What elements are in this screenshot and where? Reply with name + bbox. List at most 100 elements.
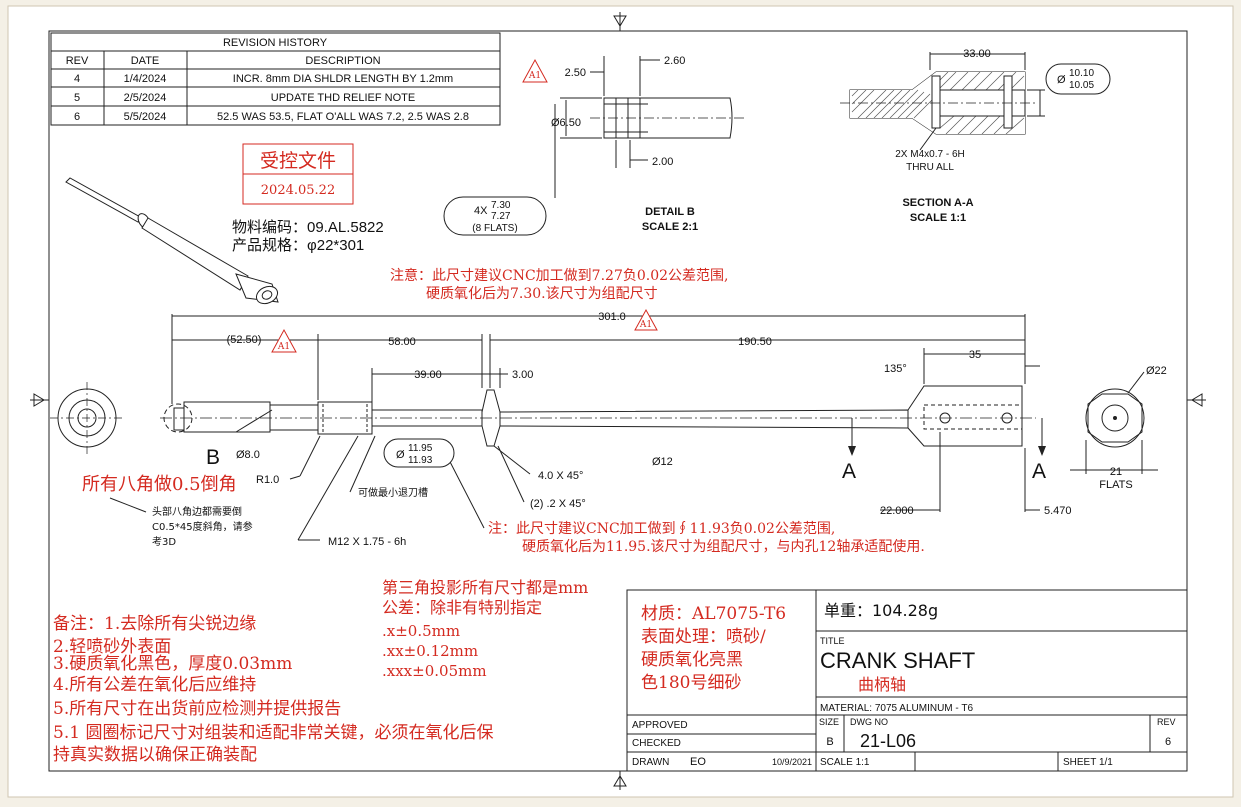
dwg-no-label: DWG NO bbox=[850, 717, 888, 727]
detail-b-view bbox=[554, 56, 745, 198]
dim-text: 2.60 bbox=[664, 55, 685, 67]
rev-flag-label: A1 bbox=[277, 342, 290, 352]
flats-qty: 4X bbox=[474, 205, 488, 217]
right-end-view bbox=[1085, 388, 1145, 448]
approved-label: APPROVED bbox=[632, 720, 688, 731]
leader-line bbox=[109, 497, 147, 513]
material-code: 物料编码：09.AL.5822 bbox=[232, 219, 384, 236]
tolerance-line: .xx±0.12mm bbox=[382, 642, 478, 660]
rev-flag-triangle bbox=[634, 308, 658, 331]
shoulder-dia-lower: 11.93 bbox=[408, 455, 433, 466]
main-shaft-view bbox=[160, 314, 1158, 541]
description-cell: 52.5 WAS 53.5, FLAT O'ALL WAS 7.2, 2.5 W… bbox=[217, 111, 469, 123]
unit-weight: 单重：104.28g bbox=[824, 601, 938, 620]
bore-dia-prefix: Ø bbox=[1057, 74, 1066, 86]
detail-b-circle bbox=[163, 403, 193, 433]
dim-35: 35 bbox=[969, 349, 981, 361]
dwg-no: 21-L06 bbox=[860, 731, 916, 751]
shoulder-dia-upper: 11.95 bbox=[408, 443, 433, 454]
bore-callout-bubble bbox=[1045, 63, 1111, 95]
tolerance-line: 第三角投影所有尺寸都是mm bbox=[382, 578, 588, 597]
title-material-cn: 材质：AL7075-T6 bbox=[641, 604, 786, 624]
description-col-header: DESCRIPTION bbox=[305, 55, 380, 67]
rev-cell: 5 bbox=[74, 92, 80, 104]
general-note: 2.轻喷砂外表面 bbox=[53, 637, 171, 657]
drawn-by: EO bbox=[690, 756, 706, 768]
flat-note-line1: 注意：此尺寸建议CNC加工做到7.27负0.02公差范围, bbox=[390, 267, 728, 284]
bore-dia-lower: 10.05 bbox=[1069, 80, 1094, 91]
head-note: 头部八角边都需要倒 C0.5*45度斜角，请参 考3D bbox=[152, 505, 253, 548]
stamp-title: 受控文件 bbox=[260, 150, 336, 172]
size-value: B bbox=[826, 736, 833, 748]
title-label: TITLE bbox=[820, 636, 845, 646]
controlled-stamp: 受控文件 2024.05.22 bbox=[242, 143, 354, 205]
section-scale: SCALE 1:1 bbox=[910, 212, 966, 224]
thread-note-thru: THRU ALL bbox=[906, 162, 954, 173]
general-note: 4.所有公差在氧化后应维持 bbox=[53, 675, 256, 695]
dim-58: 58.00 bbox=[388, 336, 416, 348]
checked-label: CHECKED bbox=[632, 738, 681, 749]
flats-label: FLATS bbox=[1099, 479, 1132, 491]
title-material-cn: 色180号细砂 bbox=[641, 673, 741, 693]
radius-note: R1.0 bbox=[256, 474, 279, 486]
chamfer-4: 4.0 X 45° bbox=[538, 470, 583, 482]
general-notes: 备注：1.去除所有尖锐边缘 2.轻喷砂外表面 3.硬质氧化黑色，厚度0.03mm… bbox=[53, 614, 493, 765]
rev-flag-triangle bbox=[271, 328, 297, 353]
section-aa-view bbox=[840, 52, 1045, 151]
drawn-label: DRAWN bbox=[632, 757, 669, 768]
general-note: 5.所有尺寸在出货前应检测并提供报告 bbox=[53, 699, 341, 719]
section-arrow bbox=[1038, 446, 1046, 456]
date-cell: 5/5/2024 bbox=[124, 111, 167, 123]
overall-length: 301.0 bbox=[598, 311, 626, 323]
product-spec: 产品规格：φ22*301 bbox=[232, 237, 364, 254]
rev-col-header: REV bbox=[66, 55, 89, 67]
sheet-value: SHEET 1/1 bbox=[1063, 757, 1113, 768]
dia-8: Ø8.0 bbox=[236, 449, 260, 461]
dim-3: 3.00 bbox=[512, 369, 533, 381]
flats-width: 21 bbox=[1110, 466, 1122, 478]
title-block bbox=[626, 589, 1188, 772]
flats-callout-bubble bbox=[443, 196, 547, 236]
dim-text: Ø6.50 bbox=[551, 117, 581, 129]
shoulder-callout-bubble bbox=[383, 438, 455, 468]
chamfer-02: (2) .2 X 45° bbox=[530, 498, 586, 510]
dim-text: 2.50 bbox=[565, 67, 586, 79]
isometric-view bbox=[65, 177, 279, 305]
head-note-line: 考3D bbox=[152, 536, 176, 548]
bore-dia-upper: 10.10 bbox=[1069, 68, 1094, 79]
left-end-view bbox=[50, 382, 124, 454]
centering-marks bbox=[30, 12, 1206, 790]
tolerance-line: .xxx±0.05mm bbox=[382, 662, 487, 680]
dim-52-5: (52.50) bbox=[227, 334, 262, 346]
dim-text: 2.00 bbox=[652, 156, 673, 168]
flats-lower: 7.27 bbox=[491, 211, 511, 222]
groove-note: 可做最小退刀槽 bbox=[358, 486, 428, 499]
rev-flag-label: A1 bbox=[528, 71, 541, 81]
dia-12: Ø12 bbox=[652, 456, 673, 468]
head-note-line: C0.5*45度斜角，请参 bbox=[152, 520, 253, 533]
section-title: SECTION A-A bbox=[902, 197, 973, 209]
rev-cell: 4 bbox=[74, 73, 80, 85]
scale-value: SCALE 1:1 bbox=[820, 757, 870, 768]
detail-b-title: DETAIL B bbox=[645, 206, 695, 218]
rev-cell: 6 bbox=[74, 111, 80, 123]
general-note: 备注：1.去除所有尖锐边缘 bbox=[53, 614, 256, 634]
dim-5470: 5.470 bbox=[1044, 505, 1072, 517]
detail-b-scale: SCALE 2:1 bbox=[642, 221, 698, 233]
tolerance-line: .x±0.5mm bbox=[382, 622, 460, 640]
title-material-cn: 表面处理：喷砂/ bbox=[641, 627, 766, 647]
thread-note: 2X M4x0.7 - 6H bbox=[895, 149, 964, 160]
dim-39: 39.00 bbox=[414, 369, 442, 381]
section-arrow bbox=[848, 446, 856, 456]
dim-190-5: 190.50 bbox=[738, 336, 772, 348]
section-label-a: A bbox=[842, 460, 856, 483]
date-cell: 1/4/2024 bbox=[124, 73, 167, 85]
dim-22: 22.000 bbox=[880, 505, 914, 517]
tolerance-line: 公差：除非有特别指定 bbox=[382, 598, 542, 617]
flats-note: (8 FLATS) bbox=[472, 223, 517, 234]
shoulder-dia-prefix: Ø bbox=[396, 449, 405, 461]
revision-history-table bbox=[50, 32, 501, 126]
drawing-title-cn: 曲柄轴 bbox=[858, 675, 906, 694]
